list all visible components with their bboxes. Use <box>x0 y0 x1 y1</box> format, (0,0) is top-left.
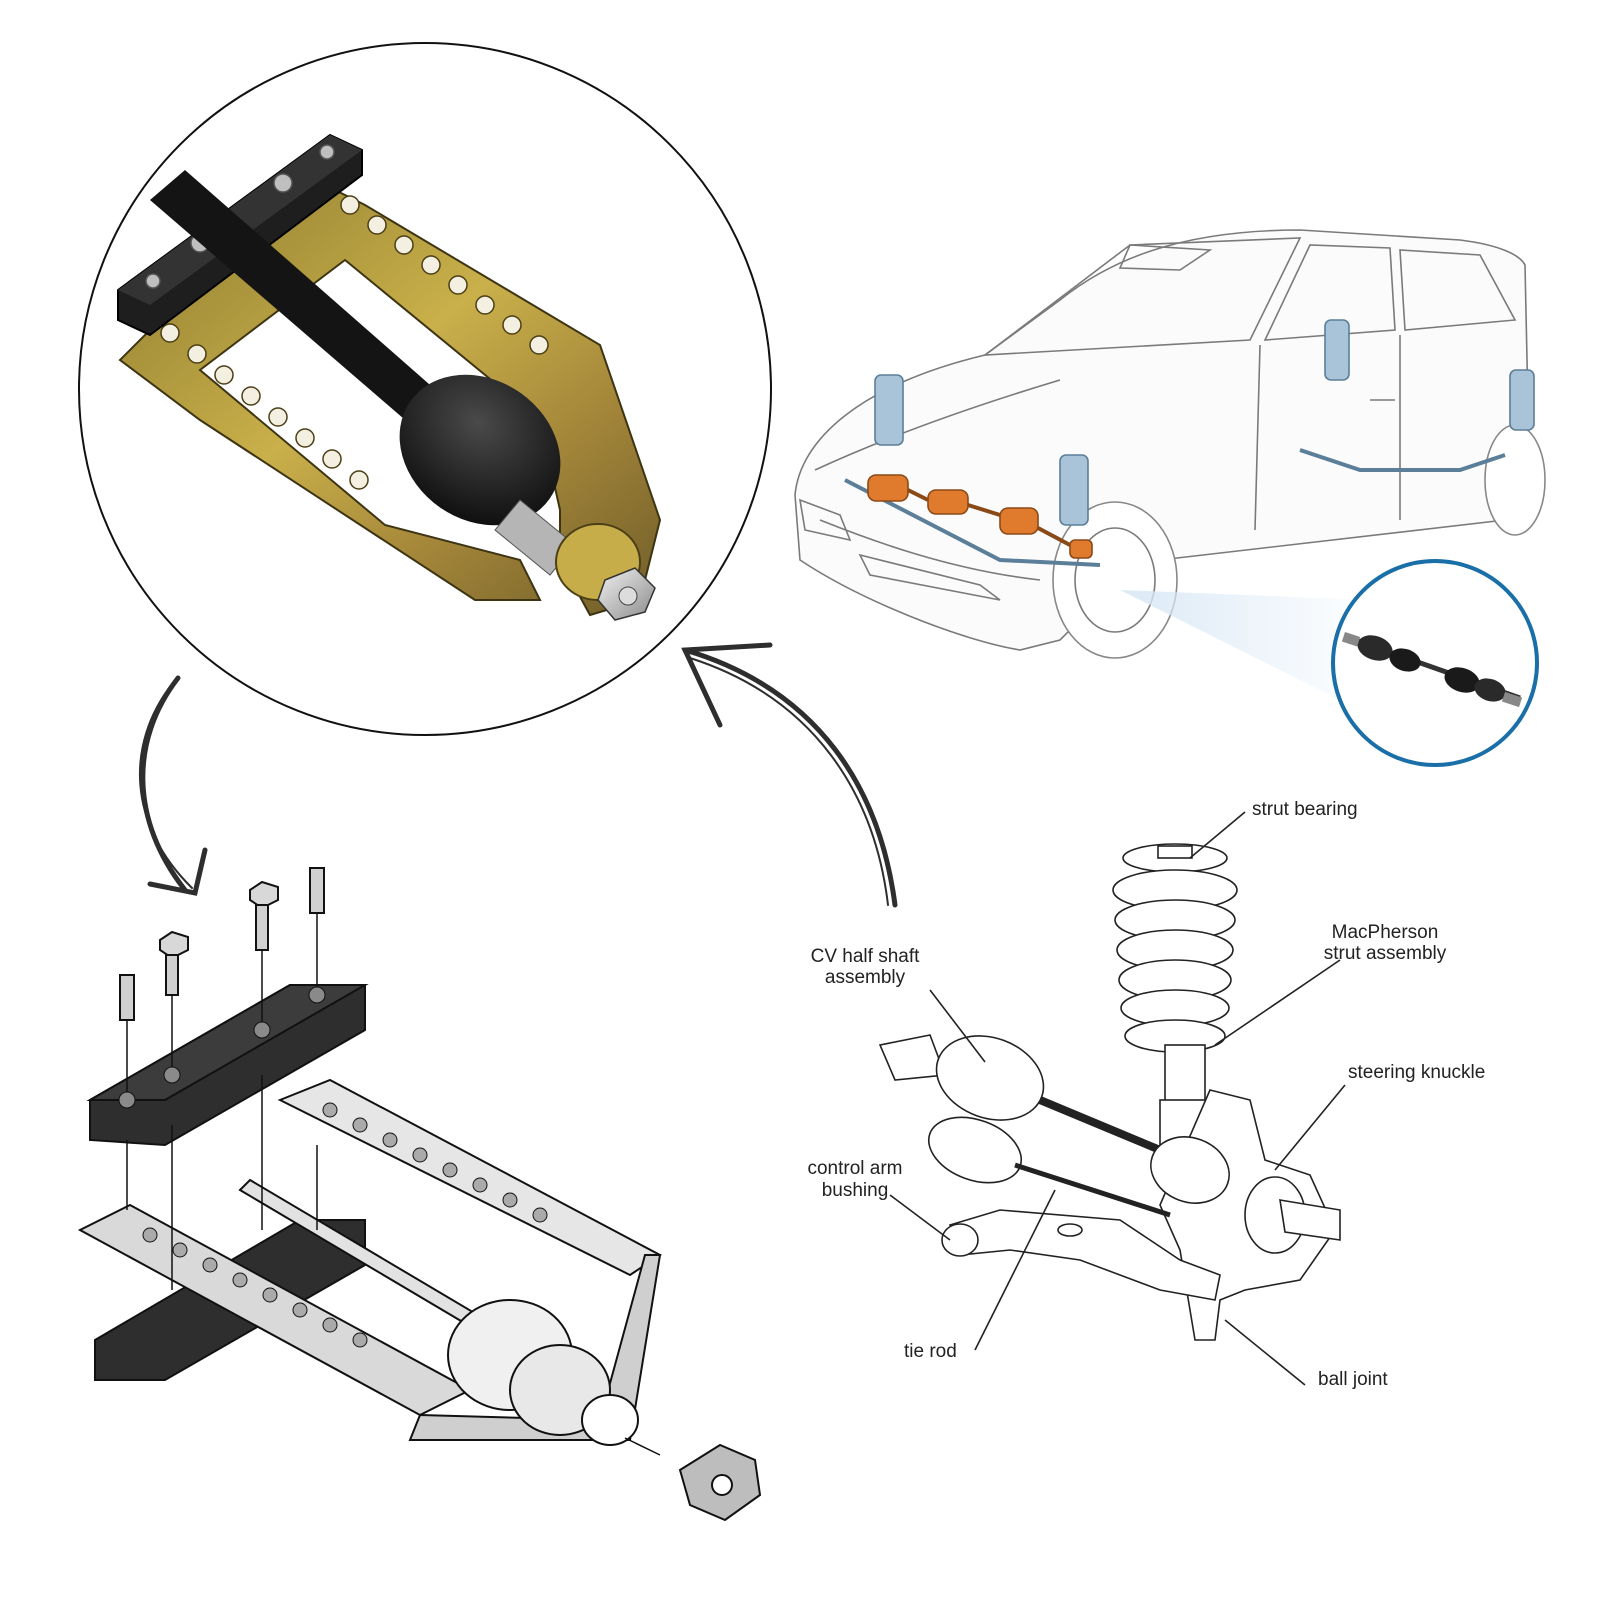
label-control-arm-line2: bushing <box>821 1180 889 1201</box>
label-steering-knuckle: steering knuckle <box>1348 1062 1486 1083</box>
label-tie-rod: tie rod <box>904 1341 957 1362</box>
exploded-separator-tool-icon <box>77 867 762 1522</box>
label-cv-half-shaft-line1: CV half shaft <box>810 946 920 967</box>
car-suspension-cutaway-icon <box>794 229 1546 659</box>
label-strut-bearing: strut bearing <box>1252 799 1358 820</box>
label-cv-half-shaft-line2: assembly <box>824 967 906 988</box>
curved-arrow-up-icon <box>681 642 898 908</box>
macpherson-suspension-icon <box>878 843 1341 1341</box>
label-control-arm-line1: control arm <box>807 1158 903 1179</box>
tool-photo-circle <box>78 42 772 736</box>
ball-joint-separator-tool-icon <box>117 133 662 621</box>
label-ball-joint: ball joint <box>1318 1369 1388 1390</box>
cv-shaft-callout <box>1120 559 1539 767</box>
cv-axle-shaft-icon <box>1341 632 1523 708</box>
label-macpherson-line2: strut assembly <box>1323 943 1447 964</box>
label-macpherson-line1: MacPherson <box>1331 922 1439 943</box>
curved-arrow-down-icon <box>138 675 208 896</box>
label-leader-lines <box>889 811 1346 1386</box>
